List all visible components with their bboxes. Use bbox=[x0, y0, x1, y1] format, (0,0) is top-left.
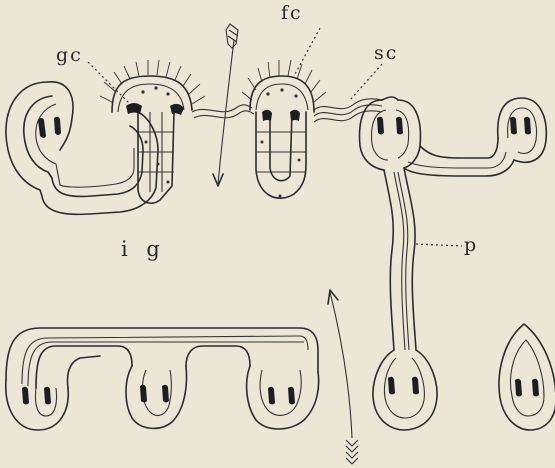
fc-pointer bbox=[294, 28, 320, 76]
top-left-tubule bbox=[6, 82, 158, 215]
label-p: p bbox=[464, 234, 478, 256]
surface-strands-sc bbox=[192, 99, 382, 122]
label-fc: fc bbox=[281, 2, 303, 24]
label-gc: gc bbox=[56, 44, 83, 66]
upward-arrow bbox=[328, 290, 358, 464]
flame-cell-fc bbox=[242, 60, 326, 198]
label-ig: i g bbox=[121, 237, 166, 261]
label-sc: sc bbox=[374, 42, 398, 64]
gland-cell-gc bbox=[100, 60, 205, 203]
gc-pointer bbox=[88, 62, 130, 104]
downward-arrow bbox=[213, 24, 238, 186]
bottom-left-tubule bbox=[6, 328, 319, 430]
bottom-right-bulb bbox=[499, 324, 555, 430]
sc-pointer bbox=[350, 64, 382, 100]
